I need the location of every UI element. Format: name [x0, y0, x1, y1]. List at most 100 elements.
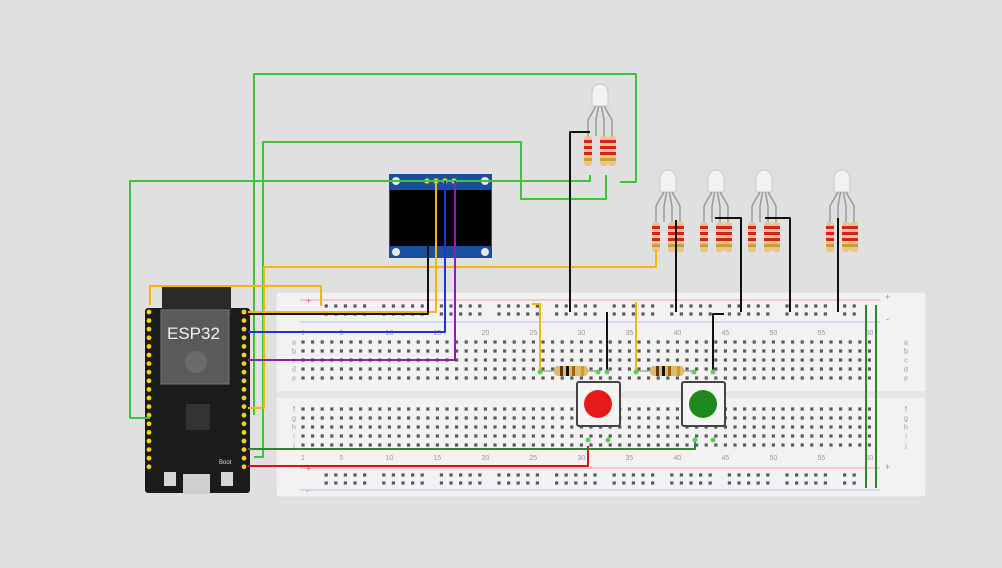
rail-hole	[641, 473, 645, 477]
column-label-bottom: 15	[434, 455, 442, 462]
esp32-pin-left	[146, 421, 152, 427]
breadboard-resistor-2[interactable]	[638, 366, 694, 376]
breadboard-hole	[560, 376, 564, 380]
breadboard-hole	[791, 367, 795, 371]
breadboard-hole	[445, 367, 449, 371]
rail-hole	[411, 481, 415, 485]
rail-hole	[478, 481, 482, 485]
breadboard-hole	[503, 425, 507, 429]
led-dome	[755, 169, 773, 193]
breadboard-hole	[416, 349, 420, 353]
breadboard-hole	[330, 416, 334, 420]
breadboard-hole	[387, 340, 391, 344]
breadboard-hole	[762, 376, 766, 380]
rail-hole	[843, 481, 847, 485]
esp32-pin-right	[241, 318, 247, 323]
rail-hole	[401, 481, 405, 485]
rail-hole	[334, 304, 338, 308]
breadboard-hole	[819, 367, 823, 371]
en-button[interactable]	[164, 472, 176, 486]
rgb-led[interactable]	[826, 169, 858, 252]
breadboard-hole	[858, 376, 862, 380]
rail-hole	[689, 481, 693, 485]
breadboard-hole	[330, 425, 334, 429]
breadboard-hole	[599, 434, 603, 438]
breadboard-hole	[378, 367, 382, 371]
rail-hole	[401, 304, 405, 308]
rgb-led[interactable]	[584, 83, 616, 166]
rgb-led[interactable]	[748, 169, 780, 252]
breadboard-hole	[483, 367, 487, 371]
breadboard-hole	[531, 349, 535, 353]
breadboard-hole	[781, 434, 785, 438]
breadboard-hole	[637, 340, 641, 344]
rgb-led[interactable]	[652, 169, 684, 252]
breadboard-hole	[301, 407, 305, 411]
wire-endpoint-dot	[633, 369, 639, 375]
breadboard-hole	[416, 434, 420, 438]
breadboard-hole	[483, 340, 487, 344]
wire-yellow-1	[248, 250, 657, 409]
rail-hole	[324, 481, 328, 485]
boot-button[interactable]	[221, 472, 233, 486]
resistor-band	[600, 158, 608, 161]
breadboard-hole	[810, 349, 814, 353]
pushbutton-green[interactable]	[681, 381, 726, 427]
breadboard-hole	[426, 416, 430, 420]
breadboard-hole	[560, 407, 564, 411]
button-cap-red[interactable]	[584, 390, 612, 418]
breadboard-hole	[762, 367, 766, 371]
rail-hole	[363, 304, 367, 308]
breadboard-hole	[839, 407, 843, 411]
breadboard-hole	[503, 407, 507, 411]
esp32-pin-left	[146, 464, 152, 470]
breadboard-hole	[608, 376, 612, 380]
wire-endpoint-dot	[691, 369, 697, 375]
breadboard-hole	[483, 425, 487, 429]
rail-hole	[353, 304, 357, 308]
esp32-board[interactable]: ESP32 Boot	[145, 285, 250, 494]
esp32-usb-chip	[186, 404, 210, 430]
wire-endpoint-dot	[537, 369, 543, 375]
breadboard-hole	[627, 416, 631, 420]
breadboard-hole	[666, 425, 670, 429]
rail-hole	[795, 304, 799, 308]
rail-hole	[382, 481, 386, 485]
resistor-band	[584, 158, 592, 161]
breadboard-hole	[455, 434, 459, 438]
rail-hole	[670, 312, 674, 316]
oled-display[interactable]	[389, 174, 492, 258]
rail-hole	[535, 473, 539, 477]
breadboard-hole	[339, 416, 343, 420]
breadboard-hole	[829, 376, 833, 380]
pushbutton-red[interactable]	[576, 381, 621, 427]
button-cap-green[interactable]	[689, 390, 717, 418]
breadboard-hole	[743, 443, 747, 447]
plus-sign-bottom: +	[306, 464, 311, 474]
breadboard-hole	[493, 416, 497, 420]
breadboard-hole	[599, 376, 603, 380]
breadboard-hole	[608, 340, 612, 344]
breadboard-hole	[560, 443, 564, 447]
breadboard-hole	[618, 434, 622, 438]
rgb-led[interactable]	[700, 169, 732, 252]
breadboard-hole	[368, 367, 372, 371]
resistor-band	[560, 366, 563, 376]
breadboard-hole	[743, 358, 747, 362]
rail-hole	[641, 481, 645, 485]
breadboard-hole	[800, 434, 804, 438]
breadboard-resistor-1[interactable]	[542, 366, 598, 376]
breadboard-hole	[579, 349, 583, 353]
resistor-band	[842, 238, 850, 241]
rail-hole	[766, 481, 770, 485]
breadboard-hole	[493, 358, 497, 362]
resistor-band	[600, 140, 608, 143]
resistor-band	[748, 238, 756, 241]
resistor-band	[850, 238, 858, 241]
breadboard-hole	[531, 443, 535, 447]
breadboard-hole	[541, 358, 545, 362]
breadboard-hole	[407, 407, 411, 411]
breadboard-hole	[359, 434, 363, 438]
breadboard-hole	[541, 416, 545, 420]
breadboard-hole	[407, 425, 411, 429]
